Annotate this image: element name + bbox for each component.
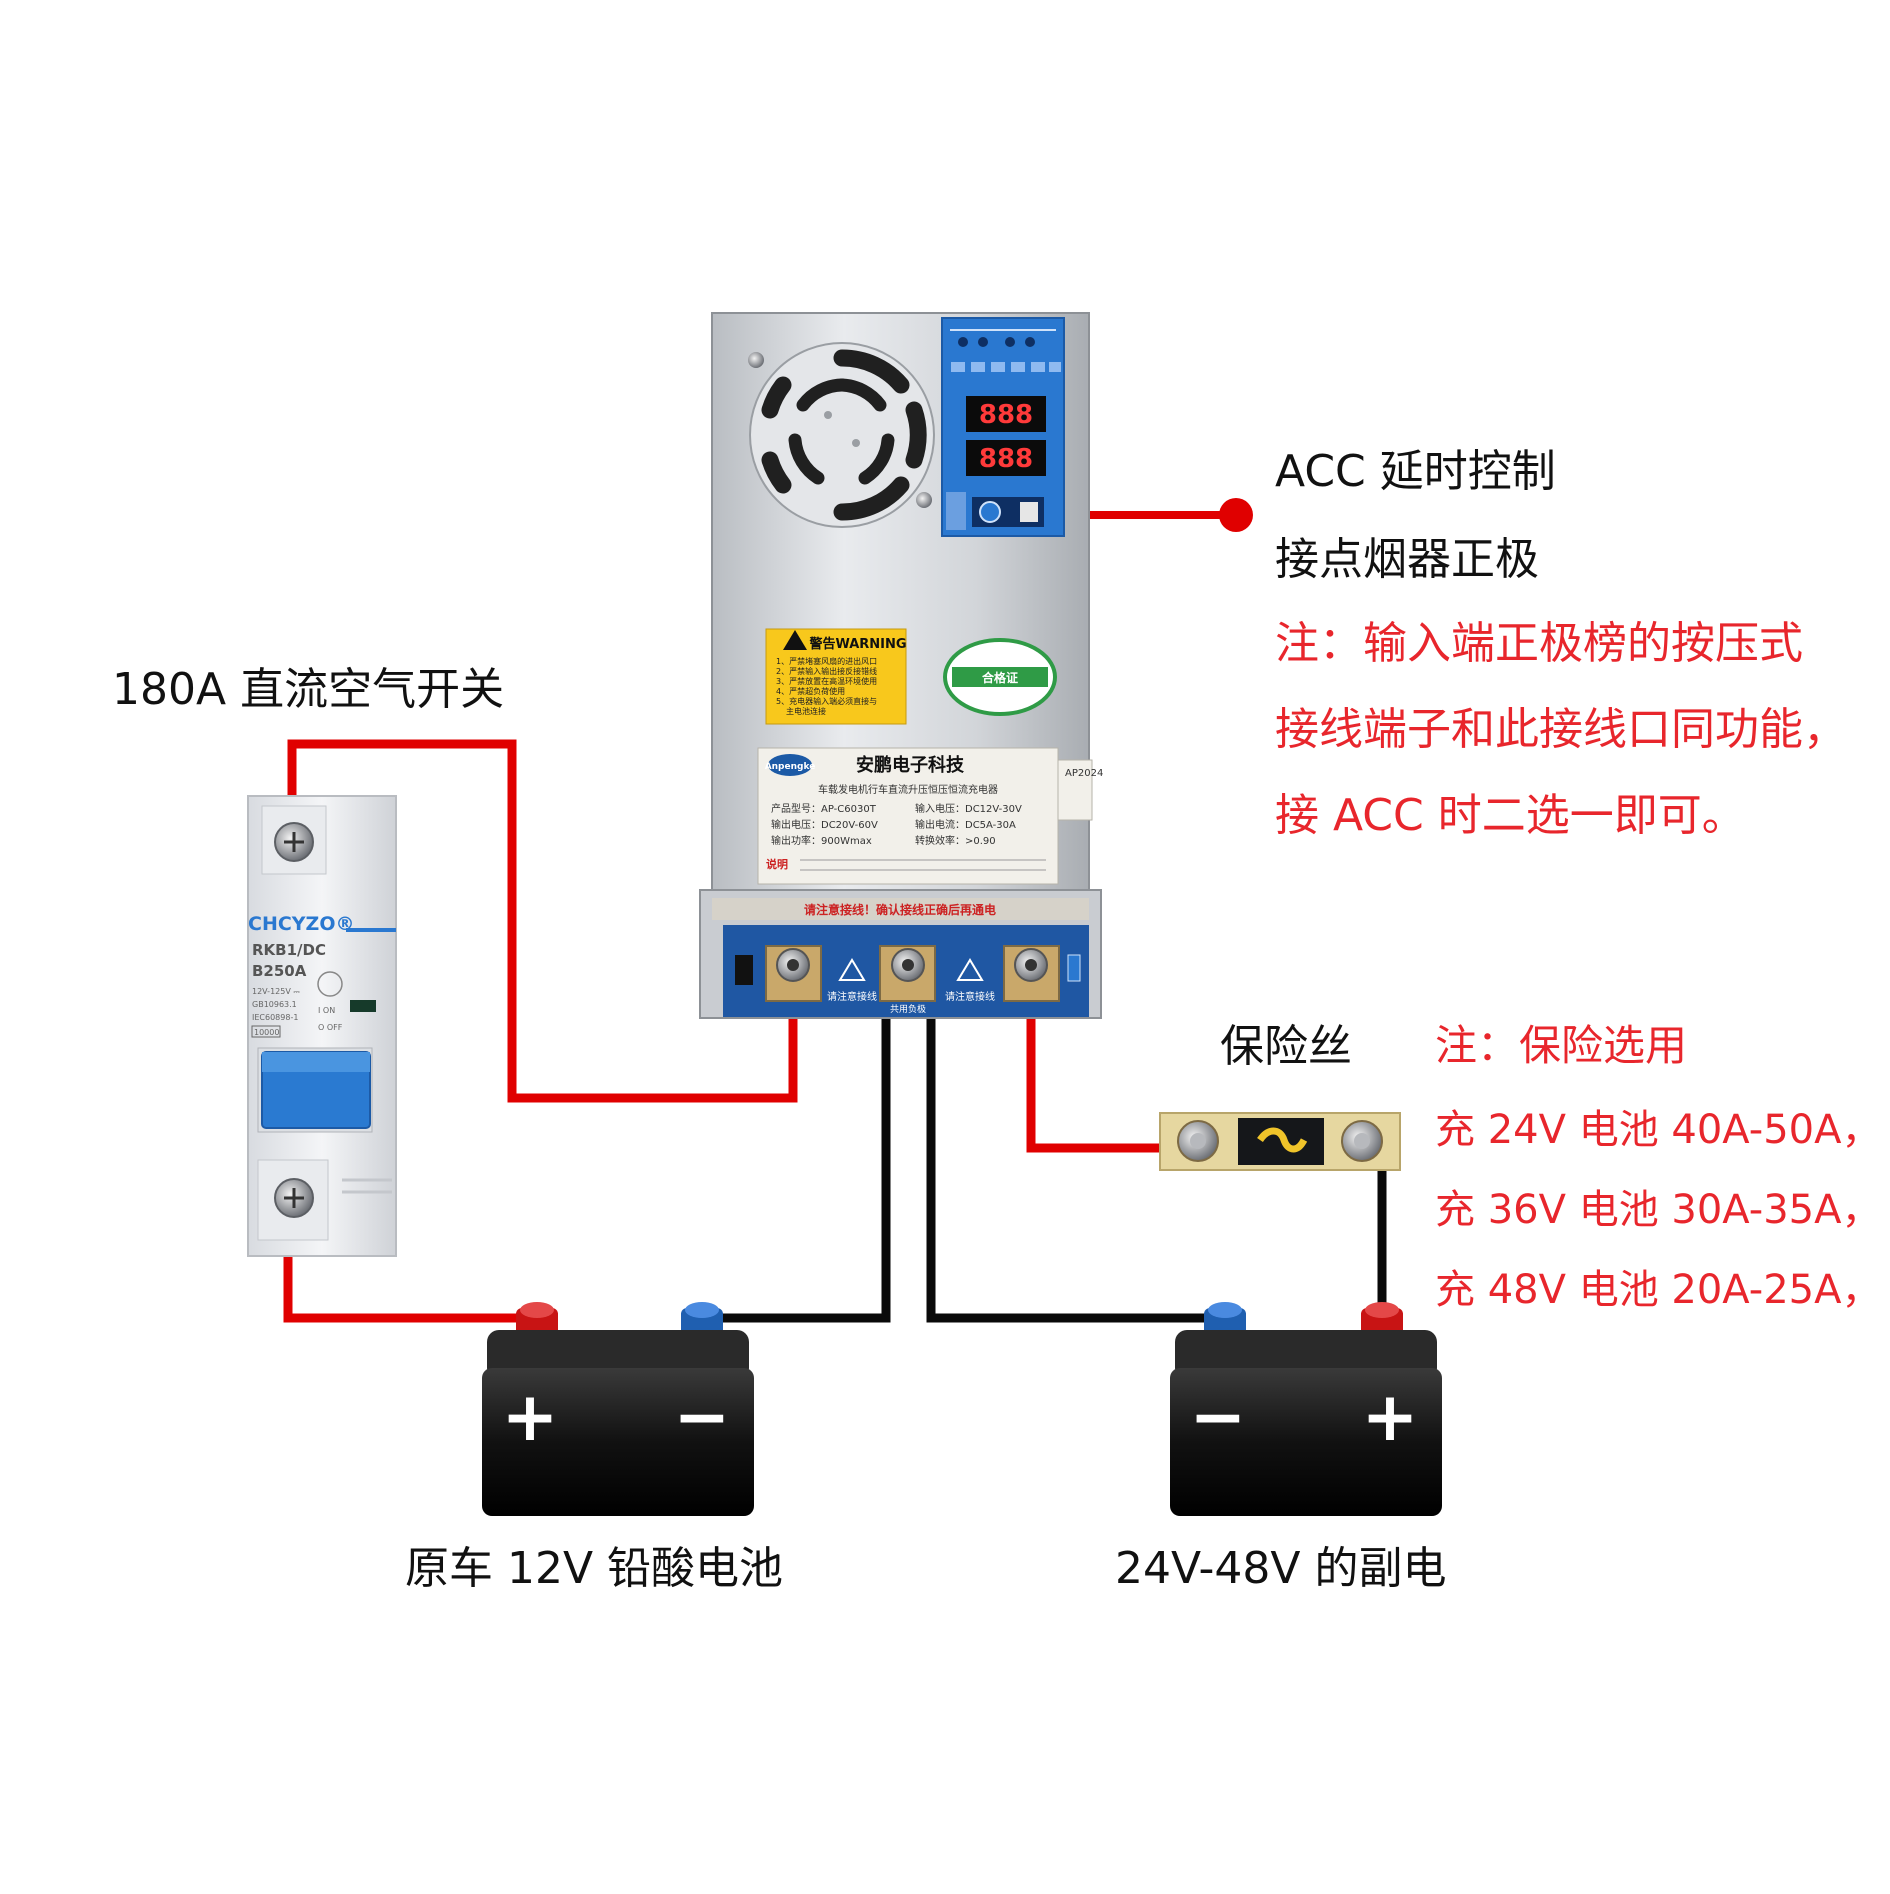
battery-left-label: 原车 12V 铅酸电池 — [405, 1543, 784, 1594]
battery-left-minus: − — [674, 1378, 731, 1457]
battery-right-label: 24V-48V 的副电 — [1115, 1543, 1447, 1594]
svg-text:12V-125V ⎓: 12V-125V ⎓ — [252, 987, 300, 996]
svg-text:输出电压：DC20V-60V: 输出电压：DC20V-60V — [771, 818, 878, 831]
display-voltage — [966, 396, 1046, 432]
breaker-title: 180A 直流空气开关 — [112, 664, 505, 715]
input-note-line2: 接线端子和此接线口同功能， — [1275, 704, 1847, 755]
svg-text:说明: 说明 — [766, 857, 788, 871]
svg-text:RKB1/DC: RKB1/DC — [252, 941, 326, 959]
breaker-brand: CHCYZO® — [248, 913, 354, 935]
display-voltage-digits: 888 — [979, 400, 1033, 430]
warning-label: 警告WARNING 1、严禁堵塞风扇的进出风口 2、严禁输入输出接反接错线 3、… — [765, 628, 907, 725]
battery-right: − + — [1170, 1302, 1442, 1516]
svg-text:4、严禁超负荷使用: 4、严禁超负荷使用 — [776, 686, 845, 696]
svg-text:主电池连接: 主电池连接 — [786, 706, 826, 716]
svg-text:3、严禁放置在高温环境使用: 3、严禁放置在高温环境使用 — [776, 676, 877, 686]
svg-text:安鹏电子科技: 安鹏电子科技 — [856, 754, 965, 776]
svg-text:请注意接线: 请注意接线 — [945, 990, 995, 1003]
acc-subtitle: 接点烟器正极 — [1275, 534, 1539, 585]
svg-text:转换效率：>0.90: 转换效率：>0.90 — [915, 834, 996, 847]
terminal-strip: 请注意接线！确认接线正确后再通电 请注意接线 请注意接线 共用 — [712, 898, 1089, 1017]
svg-text:1、严禁堵塞风扇的进出风口: 1、严禁堵塞风扇的进出风口 — [776, 656, 877, 666]
fan-grille — [749, 342, 935, 528]
terminal-input-positive — [765, 945, 822, 1002]
svg-text:IEC60898-1: IEC60898-1 — [252, 1013, 298, 1022]
terminal-output-positive — [1003, 945, 1060, 1002]
svg-text:O OFF: O OFF — [318, 1023, 343, 1032]
svg-text:10000: 10000 — [254, 1028, 279, 1037]
battery-right-minus: − — [1190, 1378, 1247, 1457]
svg-text:I ON: I ON — [318, 1006, 335, 1015]
svg-text:GB10963.1: GB10963.1 — [252, 1000, 297, 1009]
display-current — [966, 440, 1046, 476]
svg-text:输出电流：DC5A-30A: 输出电流：DC5A-30A — [915, 818, 1016, 831]
fuse-title: 保险丝 — [1220, 1021, 1352, 1072]
boost-charger: 888 888 警告WARNING 1、严禁堵塞风扇的进出风口 2、严禁输入输出… — [699, 312, 1103, 1019]
svg-text:AP2024: AP2024 — [1065, 768, 1103, 779]
acc-connection-dot — [1219, 498, 1253, 532]
svg-text:5、充电器输入端必须直接与: 5、充电器输入端必须直接与 — [776, 696, 877, 706]
svg-text:B250A: B250A — [252, 962, 307, 980]
svg-text:产品型号：AP-C6030T: 产品型号：AP-C6030T — [771, 802, 877, 815]
wire-common-negative-right — [926, 985, 1205, 1323]
svg-text:输出功率：900Wmax: 输出功率：900Wmax — [771, 834, 872, 847]
fuse-note-title: 注：保险选用 — [1435, 1021, 1688, 1070]
svg-text:警告WARNING: 警告WARNING — [809, 636, 906, 652]
svg-text:合格证: 合格证 — [982, 670, 1018, 685]
cert-badge: 合格证 — [943, 638, 1057, 716]
svg-text:输入电压：DC12V-30V: 输入电压：DC12V-30V — [915, 802, 1022, 815]
wire-common-negative-left — [690, 985, 891, 1323]
display-current-digits: 888 — [979, 444, 1033, 474]
input-note-line3: 接 ACC 时二选一即可。 — [1275, 790, 1746, 841]
battery-left: + − — [482, 1302, 754, 1516]
fuse-note-36v: 充 36V 电池 30A-35A， — [1435, 1187, 1882, 1233]
wire-breaker-to-input-positive — [287, 739, 798, 1103]
input-note-line1: 注：输入端正极榜的按压式 — [1275, 618, 1803, 669]
svg-text:请注意接线！确认接线正确后再通电: 请注意接线！确认接线正确后再通电 — [804, 902, 996, 917]
terminal-common-negative — [879, 945, 936, 1002]
fuse-note-48v: 充 48V 电池 20A-25A， — [1435, 1267, 1882, 1313]
wire-breaker-to-left-battery-positive — [283, 1255, 520, 1323]
wire-output-positive-to-fuse — [1026, 985, 1162, 1153]
battery-right-plus: + — [1362, 1378, 1419, 1457]
svg-text:2、严禁输入输出接反接错线: 2、严禁输入输出接反接错线 — [776, 666, 877, 676]
fuse — [1159, 1112, 1401, 1171]
spec-label: AP2024 Anpengke 安鹏电子科技 车载发电机行车直流升压恒压恒流充电… — [757, 747, 1103, 885]
svg-text:共用负极: 共用负极 — [890, 1003, 926, 1015]
fuse-note-24v: 充 24V 电池 40A-50A， — [1435, 1107, 1882, 1153]
svg-text:车载发电机行车直流升压恒压恒流充电器: 车载发电机行车直流升压恒压恒流充电器 — [818, 783, 998, 796]
acc-title: ACC 延时控制 — [1275, 446, 1556, 497]
svg-text:Anpengke: Anpengke — [765, 762, 816, 772]
svg-text:请注意接线: 请注意接线 — [827, 990, 877, 1003]
control-panel: 888 888 — [941, 317, 1065, 537]
dc-breaker: CHCYZO® RKB1/DC B250A 12V-125V ⎓ GB10963… — [247, 795, 397, 1257]
battery-left-plus: + — [502, 1378, 559, 1457]
